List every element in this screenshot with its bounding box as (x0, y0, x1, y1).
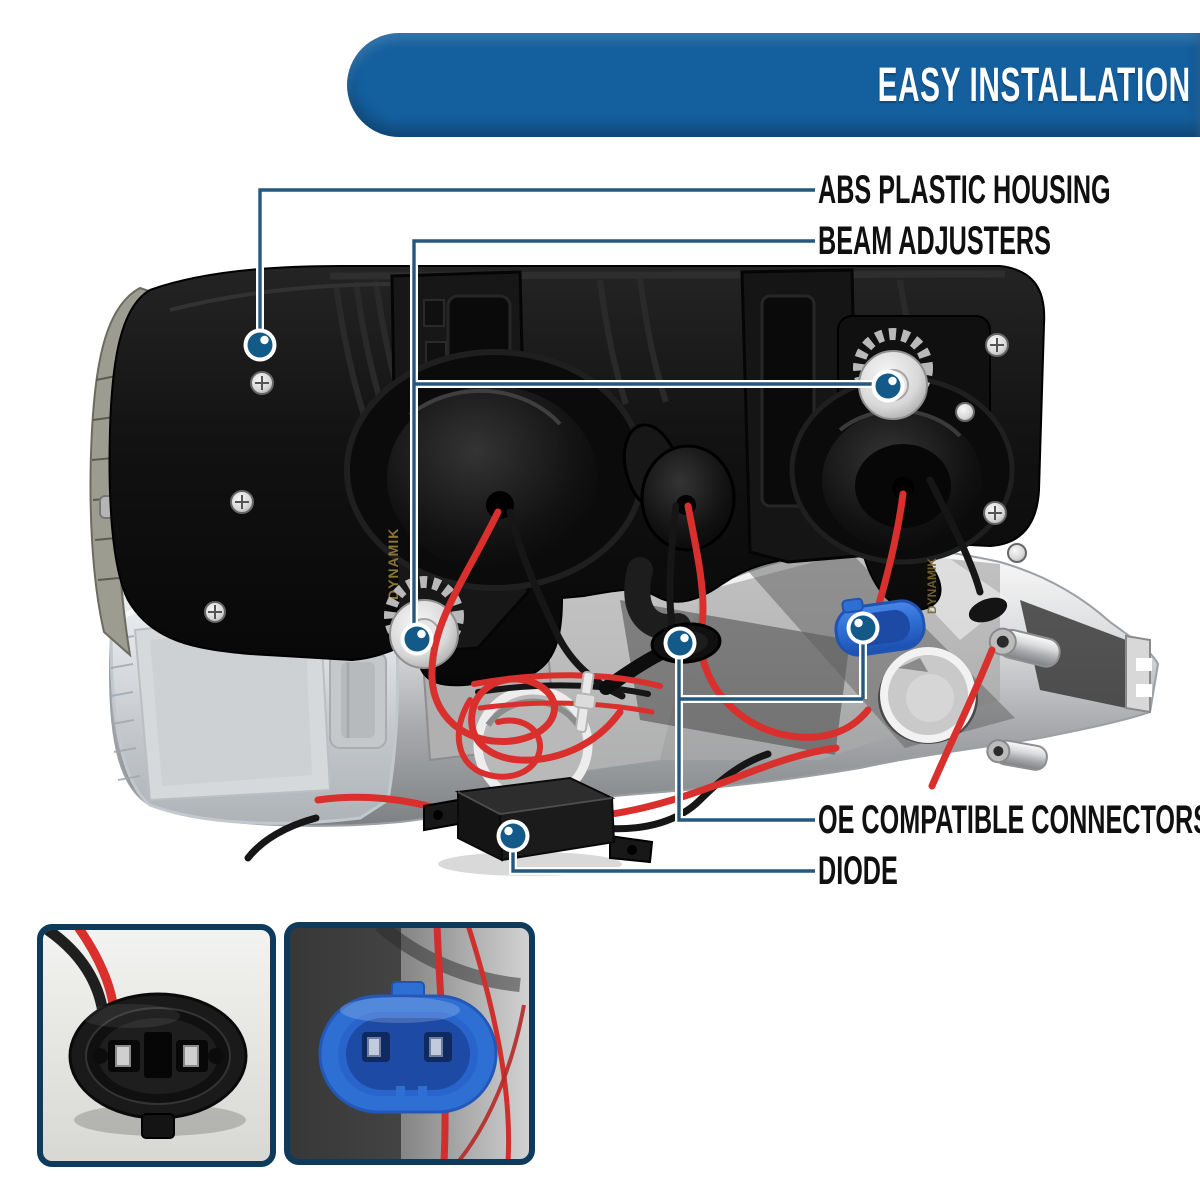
zip-tie (573, 670, 597, 733)
inset-black-connector-photo (37, 924, 276, 1167)
wiring-harness (244, 476, 1008, 862)
callout-lines (256, 186, 884, 875)
metal-clip (329, 651, 387, 749)
brand-marking-right: DYNAMIK (925, 558, 939, 614)
vent-nipple-upper (988, 627, 1061, 668)
callout-dot-beam-right (871, 369, 905, 403)
inset-blue-connector-photo (284, 922, 535, 1165)
callout-dots (243, 328, 905, 853)
banner-title: EASY INSTALLATION (877, 58, 1191, 112)
vent-nipple-lower (986, 739, 1048, 771)
callout-dot-oe-black (663, 626, 697, 660)
screws (204, 333, 1027, 623)
headlight-housing: DYNAMIK DYNAMIK (89, 265, 1046, 687)
callout-line-oe (677, 644, 815, 822)
callout-dot-diode (496, 819, 530, 853)
callout-label-oe-compatible-connectors: OE COMPATIBLE CONNECTORS (818, 798, 1200, 842)
callout-line-beam (412, 239, 815, 638)
bumper-light-opening-right (878, 647, 978, 744)
bulb-cover-left (344, 349, 646, 591)
bulb-cover-middle (640, 444, 736, 552)
callout-label-diode: DIODE (818, 849, 898, 893)
bulb-cover-right (789, 375, 1015, 565)
callout-dot-oe-blue (846, 611, 880, 645)
callout-dot-beam-left (400, 622, 434, 656)
callout-label-abs-plastic-housing: ABS PLASTIC HOUSING (818, 168, 1111, 212)
callout-label-beam-adjusters: BEAM ADJUSTERS (818, 219, 1051, 263)
easy-installation-banner: EASY INSTALLATION (347, 33, 1200, 137)
callout-dot-abs (243, 328, 277, 362)
callout-line-abs (258, 188, 815, 345)
brand-marking-left: DYNAMIK (385, 528, 401, 600)
